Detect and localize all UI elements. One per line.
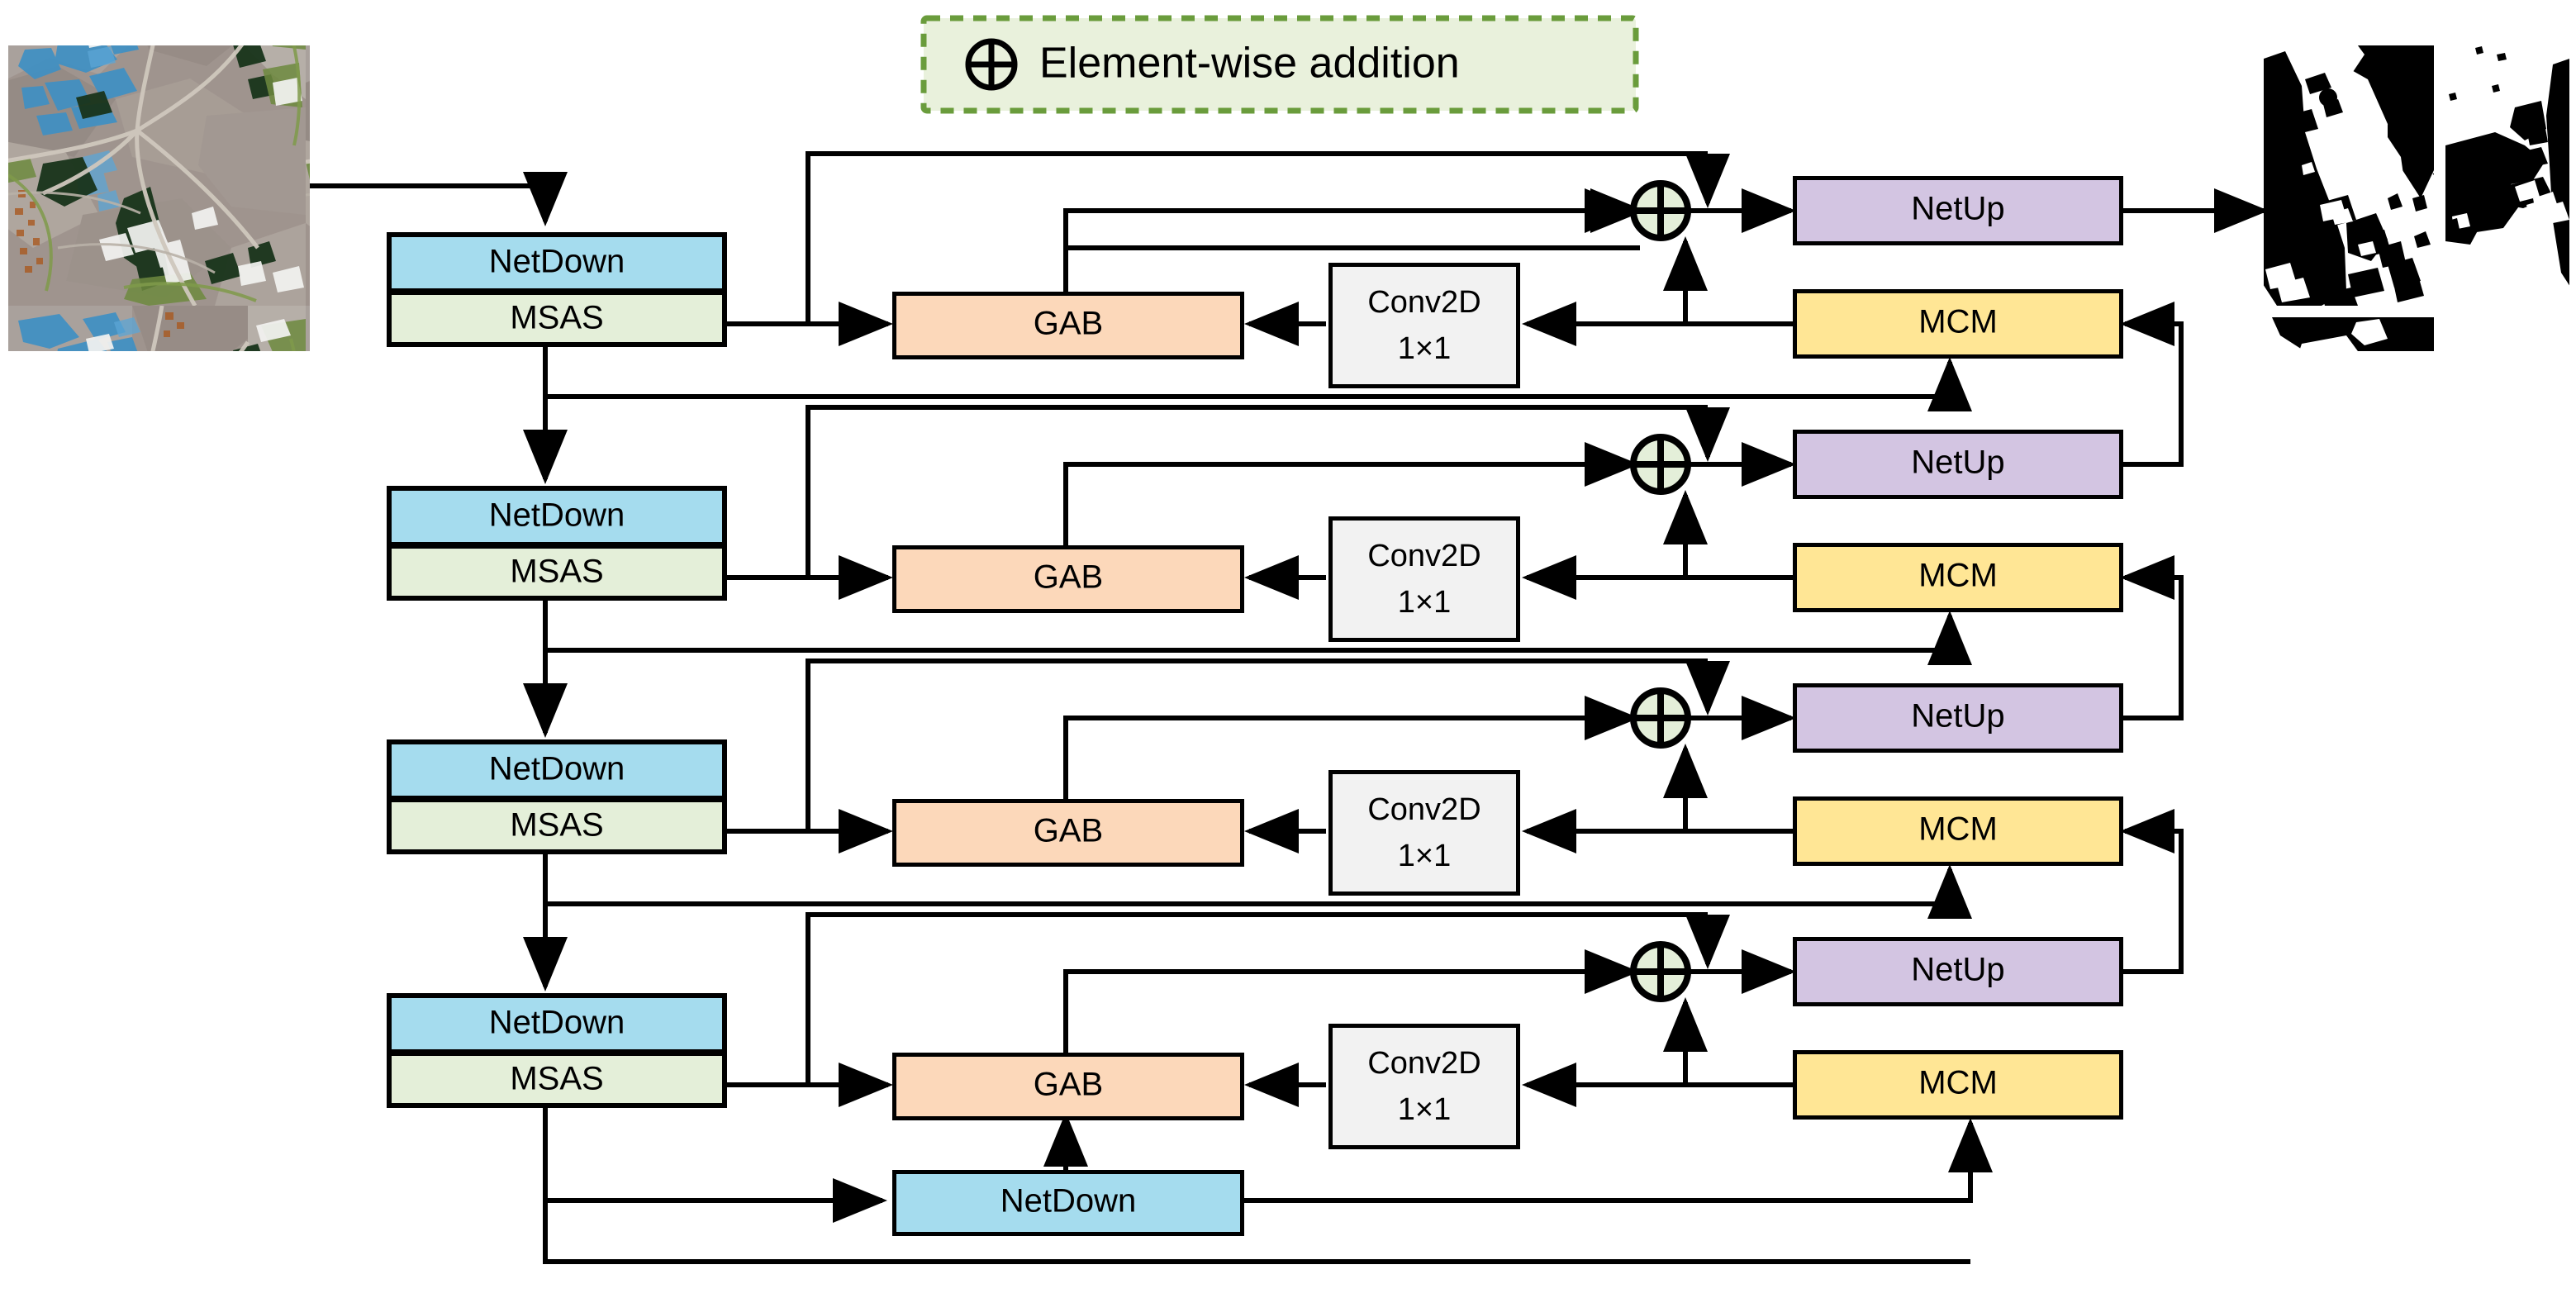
adder-3 — [1630, 687, 1691, 749]
conv2d-block-2[interactable]: Conv2D 1×1 — [1328, 516, 1520, 642]
gab-label-3: GAB — [1034, 813, 1103, 849]
conv2d-label-1a: Conv2D — [1367, 285, 1480, 320]
netdown-label-4: NetDown — [489, 1005, 625, 1041]
conv2d-block-3[interactable]: Conv2D 1×1 — [1328, 770, 1520, 896]
conv2d-block-4[interactable]: Conv2D 1×1 — [1328, 1024, 1520, 1149]
conv2d-label-3b: 1×1 — [1398, 839, 1451, 873]
conv2d-label-2b: 1×1 — [1398, 585, 1451, 620]
mcm-block-2[interactable]: MCM — [1793, 543, 2123, 612]
gab-block-1[interactable]: GAB — [892, 292, 1244, 359]
mcm-block-4[interactable]: MCM — [1793, 1050, 2123, 1120]
netup-label-2: NetUp — [1911, 445, 2004, 481]
legend-label: Element-wise addition — [1039, 40, 1460, 88]
mcm-label-4: MCM — [1918, 1065, 1998, 1101]
gab-label-1: GAB — [1034, 306, 1103, 342]
msas-label-3: MSAS — [510, 807, 603, 844]
netup-label-1: NetUp — [1911, 191, 2004, 227]
netup-label-3: NetUp — [1911, 698, 2004, 735]
mcm-label-1: MCM — [1918, 304, 1998, 340]
conv2d-label-4a: Conv2D — [1367, 1046, 1480, 1081]
output-binary-mask — [2264, 45, 2569, 351]
gab-label-4: GAB — [1034, 1067, 1103, 1103]
mcm-block-3[interactable]: MCM — [1793, 796, 2123, 866]
legend-box: Element-wise addition — [920, 15, 1639, 114]
netup-block-3[interactable]: NetUp — [1793, 683, 2123, 753]
gab-label-2: GAB — [1034, 559, 1103, 596]
input-satellite-image — [8, 45, 310, 351]
mcm-label-3: MCM — [1918, 811, 1998, 848]
encoder-stage-4[interactable]: NetDown MSAS — [387, 993, 727, 1108]
encoder-stage-3[interactable]: NetDown MSAS — [387, 739, 727, 854]
msas-label-4: MSAS — [510, 1061, 603, 1097]
netup-block-4[interactable]: NetUp — [1793, 937, 2123, 1006]
mcm-block-1[interactable]: MCM — [1793, 289, 2123, 359]
gab-block-2[interactable]: GAB — [892, 545, 1244, 613]
bottleneck-netdown-block[interactable]: NetDown — [892, 1170, 1244, 1236]
bottleneck-netdown-label: NetDown — [1000, 1183, 1137, 1220]
gab-block-3[interactable]: GAB — [892, 799, 1244, 867]
netdown-label-1: NetDown — [489, 244, 625, 280]
conv2d-label-3a: Conv2D — [1367, 792, 1480, 827]
adder-4 — [1630, 941, 1691, 1002]
conv2d-block-1[interactable]: Conv2D 1×1 — [1328, 263, 1520, 388]
adder-1 — [1630, 180, 1691, 241]
conv2d-label-2a: Conv2D — [1367, 539, 1480, 573]
encoder-stage-2[interactable]: NetDown MSAS — [387, 486, 727, 601]
gab-block-4[interactable]: GAB — [892, 1053, 1244, 1120]
netup-block-2[interactable]: NetUp — [1793, 430, 2123, 499]
encoder-stage-1[interactable]: NetDown MSAS — [387, 232, 727, 347]
mcm-label-2: MCM — [1918, 558, 1998, 594]
netdown-label-2: NetDown — [489, 497, 625, 534]
netup-label-4: NetUp — [1911, 952, 2004, 988]
msas-label-2: MSAS — [510, 554, 603, 590]
element-wise-addition-icon — [965, 38, 1018, 91]
adder-2 — [1630, 434, 1691, 495]
conv2d-label-1b: 1×1 — [1398, 331, 1451, 366]
msas-label-1: MSAS — [510, 300, 603, 336]
netdown-label-3: NetDown — [489, 751, 625, 787]
conv2d-label-4b: 1×1 — [1398, 1092, 1451, 1127]
netup-block-1[interactable]: NetUp — [1793, 176, 2123, 245]
